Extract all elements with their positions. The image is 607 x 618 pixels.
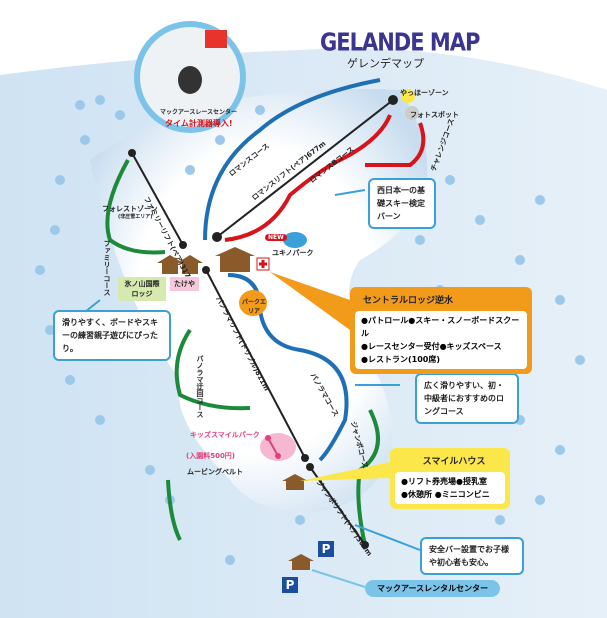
kids-fee-label: (入園料500円) (186, 452, 236, 460)
central-lodge-item: ●レースセンター受付●キッズスペース (361, 342, 502, 351)
forest-zone-sub: (非圧雪エリア) (118, 214, 153, 220)
map-subtitle: ゲレンデマップ (347, 57, 424, 70)
romance-course (203, 78, 381, 241)
family-course (105, 159, 166, 255)
parking-icon: P (318, 541, 334, 557)
park-area-marker (239, 290, 267, 316)
photo-spot-marker (405, 106, 419, 120)
central-lodge-pointer (270, 272, 350, 330)
family-course-label[interactable]: ファミリーコース (103, 240, 111, 296)
panorama-detour-label[interactable]: パノラマ迂回コース (196, 355, 204, 418)
photo-headline: タイム計測器導入! (165, 119, 233, 128)
buildings (157, 247, 314, 570)
skier (178, 66, 202, 94)
romance-course-note: 西日本一の基礎スキー検定バーン (368, 178, 436, 229)
rental-center-label: マックアースレンタルセンター (365, 580, 501, 597)
jumbo-lift-note: 安全バー設置でお子様や初心者も安心。 (420, 537, 524, 575)
challenge-course (365, 122, 426, 167)
smile-house-item: ●リフト券売場●授乳室 (401, 477, 487, 486)
panorama-course-note: 広く滑りやすい、初・中級者におすすめのロングコース (415, 373, 519, 424)
moving-belt-label: ムービングベルト (187, 468, 243, 476)
map-title: GELANDE MAP (320, 27, 480, 57)
family-course-note: 滑りやすく、ボードやスキーの練習親子遊びにぴったり。 (53, 310, 171, 361)
race-gate (205, 30, 227, 48)
smile-house-title: スマイルハウス (422, 457, 486, 467)
forest-zone-label: フォレストゾーン (102, 205, 158, 213)
panorama-detour-course (174, 328, 251, 411)
lodge-label: 氷ノ山国際ロッジ (118, 277, 166, 301)
romance-b-course (224, 114, 392, 242)
central-lodge-item: ●レストラン(100席) (361, 355, 440, 364)
first-aid-cross (259, 260, 267, 268)
smile-house-info: スマイルハウス ●リフト券売場●授乳室 ●休憩所 ●ミニコンビニ (390, 448, 510, 509)
central-lodge-item: ●パトロール●スキー・スノーボードスクール (361, 316, 520, 338)
smile-house-pointer (300, 462, 390, 481)
beginner-course (166, 479, 182, 541)
central-lodge-title: セントラルロッジ逆水 (363, 296, 454, 306)
parking-icon: P (282, 577, 298, 593)
yukino-park-label: ユキノパーク (272, 249, 314, 257)
photo-caption: マックアースレースセンター (160, 109, 238, 116)
lift-stations (128, 95, 398, 549)
kids-park-label: キッズスマイルパーク (190, 431, 260, 439)
new-badge: NEW (265, 234, 287, 241)
yukino-park-marker (283, 232, 307, 248)
park-area-label: パークエリア (242, 299, 267, 315)
central-lodge-info: セントラルロッジ逆水 ●パトロール●スキー・スノーボードスクール ●レースセンタ… (350, 287, 532, 374)
yahho-zone-marker (401, 89, 415, 103)
takeya-label: たけや (170, 277, 199, 291)
photo-spot-label: フォトスポット (410, 111, 459, 119)
smile-house-item: ●休憩所 ●ミニコンビニ (401, 490, 490, 499)
yahho-zone-label: やっほーゾーン (400, 89, 449, 97)
